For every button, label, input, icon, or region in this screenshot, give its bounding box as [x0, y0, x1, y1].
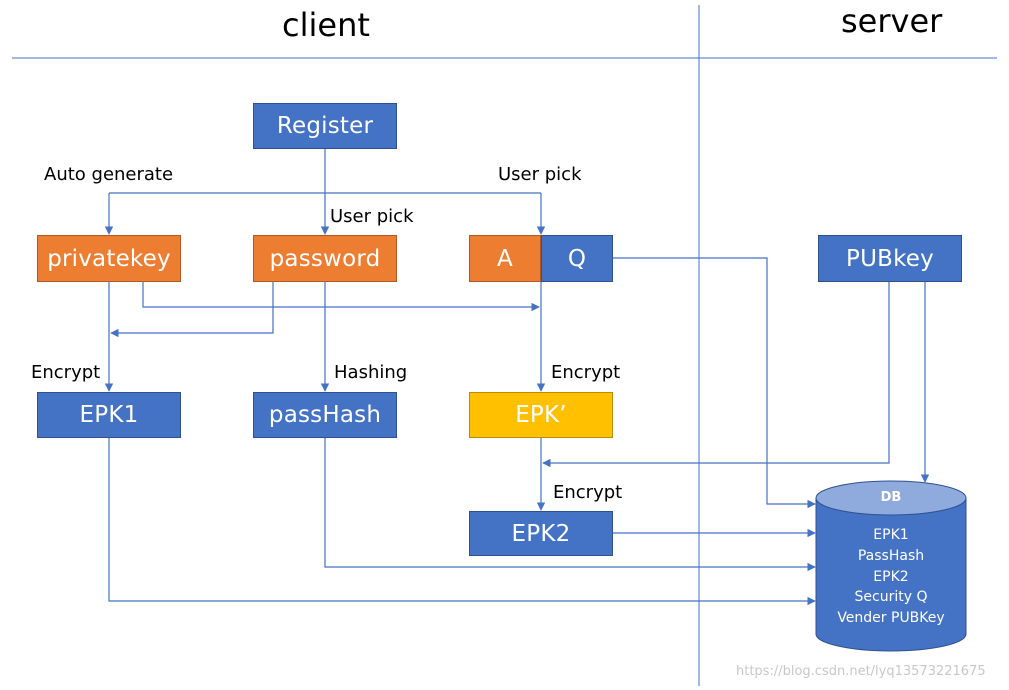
user-pick-top-label: User pick: [498, 164, 582, 185]
pubkey-to-encrypt-arrow: [542, 282, 890, 468]
watermark: https://blog.csdn.net/lyq13573221675: [736, 664, 986, 679]
pubkey-box: PUBkey: [818, 235, 962, 282]
db-cylinder: [815, 480, 967, 652]
epk-prime-box: EPK’: [469, 392, 613, 438]
user-pick-mid-label: User pick: [330, 206, 414, 227]
passhash-box: passHash: [253, 392, 397, 438]
encrypt-lower-label: Encrypt: [553, 482, 623, 503]
password-to-encrypt-arrow: [110, 282, 274, 338]
auto-generate-label: Auto generate: [44, 164, 174, 185]
db-entry-vender-pubkey: Vender PUBKey: [837, 610, 945, 626]
db-entry-epk1: EPK1: [873, 527, 909, 543]
answer-box: A: [469, 235, 541, 282]
question-box: Q: [541, 235, 613, 282]
db-title: DB: [880, 490, 902, 505]
encrypt-left-label: Encrypt: [31, 362, 101, 383]
db-entry-epk2: EPK2: [873, 569, 909, 585]
db-entry-security-q: Security Q: [854, 589, 928, 605]
server-header: server: [841, 2, 943, 40]
epk1-box: EPK1: [37, 392, 181, 438]
register-box: Register: [253, 103, 397, 149]
encrypt-right-label: Encrypt: [551, 362, 621, 383]
passhash-to-db-arrow: [324, 438, 816, 572]
privatekey-box: privatekey: [37, 235, 181, 282]
password-box: password: [253, 235, 397, 282]
q-to-db-arrow: [613, 257, 816, 509]
epk1-to-db-arrow: [108, 438, 816, 606]
hashing-label: Hashing: [334, 362, 408, 383]
epk2-box: EPK2: [469, 511, 613, 556]
client-header: client: [282, 6, 370, 44]
db-entry-passhash: PassHash: [857, 548, 925, 564]
privatekey-to-aq-arrow: [142, 282, 540, 312]
